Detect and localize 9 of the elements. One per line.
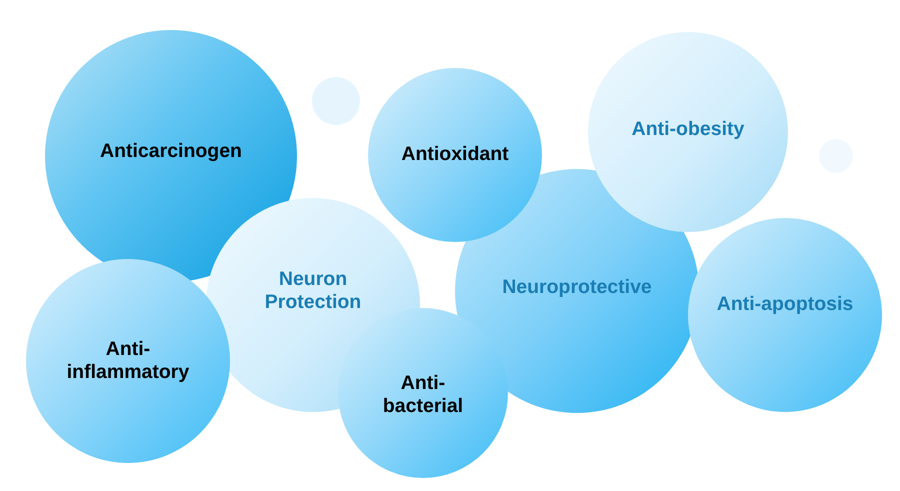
bubble-label: Anticarcinogen (100, 140, 242, 164)
bubble-label: Anti-bacterial (382, 372, 464, 418)
small-bubble (312, 77, 360, 125)
bubble-label: Neuron Protection (264, 268, 362, 314)
bubble-label: Neuroprotective (502, 276, 652, 300)
bubble-label: Anti-obesity (632, 118, 744, 142)
bubble-label: Anti-apoptosis (716, 293, 854, 317)
bubble-label: Antioxidant (401, 143, 509, 167)
bubble-label: Anti-inflammatory (66, 338, 190, 384)
